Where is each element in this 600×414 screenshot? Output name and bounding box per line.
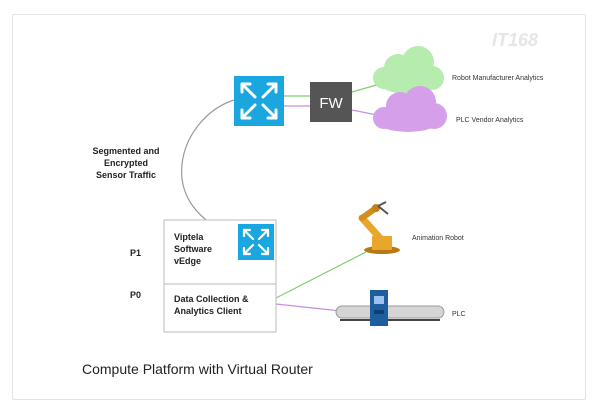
encrypted-traffic-link [181,99,239,237]
diagram-frame [12,14,586,400]
traffic-label-line1: Segmented and [92,146,159,156]
plc-label: PLC [452,311,466,318]
traffic-label-line2: Encrypted [104,158,148,168]
p1-label: P1 [130,248,141,258]
client-label-line2: Analytics Client [174,306,242,316]
firewall-label: FW [319,95,343,112]
robot-arm-icon [358,201,400,254]
robot-manufacturer-cloud-icon [373,46,444,94]
robot-manufacturer-label: Robot Manufacturer Analytics [452,75,544,82]
p0-label: P0 [130,290,141,300]
vedge-label-line2: Software [174,244,212,254]
firewall-box [310,82,352,122]
fw-robot-cloud-link [351,83,381,93]
vedge-router-icon [238,224,274,260]
watermark-logo: IT168 [492,30,538,50]
client-section [163,283,277,333]
vedge-label-line3: vEdge [174,256,201,266]
vedge-label-line1: Viptela [174,232,204,242]
vedge-robot-link [275,251,367,299]
robot-label: Animation Robot [412,235,464,242]
plc-conveyor-icon [335,290,445,326]
plc-vendor-cloud-icon [373,86,447,132]
traffic-label-line3: Sensor Traffic [96,170,156,180]
client-label-line1: Data Collection & [174,294,249,304]
top-router-icon [234,76,284,126]
plc-vendor-label: PLC Vendor Analytics [456,117,524,124]
diagram-caption: Compute Platform with Virtual Router [82,361,313,377]
